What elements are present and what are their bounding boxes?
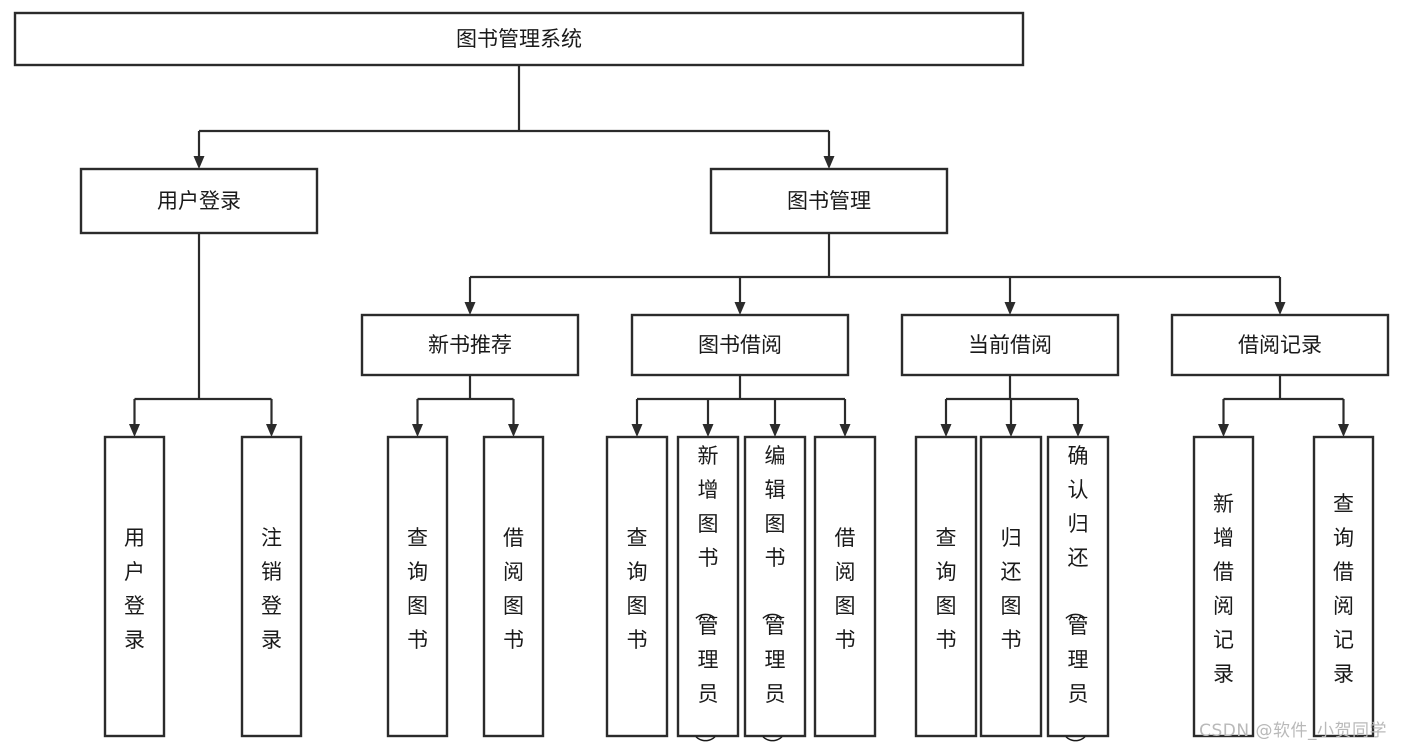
connector-group-book-manage [464,233,1286,315]
node-leaf-add-record[interactable]: 新增借阅记录 [1192,435,1255,738]
node-leaf-return-book[interactable]: 归还图书 [979,435,1043,738]
node-book-borrow[interactable]: 图书借阅 [630,313,850,377]
node-root[interactable]: 图书管理系统 [13,11,1025,67]
node-book-manage[interactable]: 图书管理 [709,167,949,235]
node-label-new-book-rec: 新书推荐 [428,333,512,357]
node-box-leaf-query-book-2[interactable] [605,435,669,738]
node-label-leaf-query-book-1: 查询图书 [407,526,428,652]
node-label-leaf-user-login: 用户登录 [124,526,145,652]
node-label-leaf-edit-book: 编辑图书（管理员） [760,444,786,747]
node-borrow-record[interactable]: 借阅记录 [1170,313,1390,377]
node-box-root[interactable] [13,11,1025,67]
watermark-label: CSDN @软件_小贺同学 [1199,721,1387,741]
node-box-leaf-query-record[interactable] [1312,435,1375,738]
node-leaf-logout[interactable]: 注销登录 [240,435,303,738]
node-label-leaf-logout: 注销登录 [261,526,282,652]
node-box-leaf-logout[interactable] [240,435,303,738]
node-label-leaf-return-book: 归还图书 [1001,526,1022,652]
node-box-leaf-add-book[interactable] [676,435,740,738]
node-label-borrow-record: 借阅记录 [1238,333,1322,357]
node-box-current-borrow[interactable] [900,313,1120,377]
node-box-leaf-user-login[interactable] [103,435,166,738]
node-label-leaf-query-record: 查询借阅记录 [1333,492,1354,686]
node-box-book-borrow[interactable] [630,313,850,377]
node-label-leaf-add-record: 新增借阅记录 [1213,492,1234,686]
node-box-leaf-query-book-1[interactable] [386,435,449,738]
connector-group-current-borrow [940,375,1084,437]
connector-group-new-book-rec [412,375,519,437]
node-box-leaf-edit-book[interactable] [743,435,807,738]
node-box-new-book-rec[interactable] [360,313,580,377]
connector-group-borrow-record [1218,375,1349,437]
node-label-book-borrow: 图书借阅 [698,333,782,357]
node-box-leaf-confirm-return[interactable] [1046,435,1110,738]
node-layer: 图书管理系统用户登录图书管理新书推荐图书借阅当前借阅借阅记录用户登录注销登录查询… [13,11,1390,747]
node-label-leaf-add-book: 新增图书（管理员） [693,444,719,747]
connector-group-root [193,65,835,169]
node-leaf-borrow-book-2[interactable]: 借阅图书 [813,435,877,738]
node-leaf-user-login[interactable]: 用户登录 [103,435,166,738]
node-box-leaf-return-book[interactable] [979,435,1043,738]
node-user-login[interactable]: 用户登录 [79,167,319,235]
node-label-leaf-borrow-book-1: 借阅图书 [503,526,524,652]
node-label-current-borrow: 当前借阅 [968,333,1052,357]
node-box-leaf-borrow-book-1[interactable] [482,435,545,738]
node-leaf-confirm-return[interactable]: 确认归还（管理员） [1046,435,1110,747]
node-label-book-manage: 图书管理 [787,189,871,213]
connector-layer [129,65,1349,437]
node-leaf-query-book-3[interactable]: 查询图书 [914,435,978,738]
node-label-leaf-confirm-return: 确认归还（管理员） [1063,444,1089,747]
node-label-user-login: 用户登录 [157,189,241,213]
node-label-leaf-query-book-3: 查询图书 [936,526,957,652]
node-leaf-query-book-1[interactable]: 查询图书 [386,435,449,738]
node-box-leaf-query-book-3[interactable] [914,435,978,738]
node-label-leaf-borrow-book-2: 借阅图书 [835,526,856,652]
node-leaf-edit-book[interactable]: 编辑图书（管理员） [743,435,807,747]
node-leaf-borrow-book-1[interactable]: 借阅图书 [482,435,545,738]
node-label-root: 图书管理系统 [456,27,582,51]
node-box-borrow-record[interactable] [1170,313,1390,377]
node-box-leaf-borrow-book-2[interactable] [813,435,877,738]
node-current-borrow[interactable]: 当前借阅 [900,313,1120,377]
node-leaf-query-record[interactable]: 查询借阅记录 [1312,435,1375,738]
node-new-book-rec[interactable]: 新书推荐 [360,313,580,377]
connector-group-user-login [129,233,277,437]
connector-group-book-borrow [631,375,851,437]
node-leaf-add-book[interactable]: 新增图书（管理员） [676,435,740,747]
node-leaf-query-book-2[interactable]: 查询图书 [605,435,669,738]
node-label-leaf-query-book-2: 查询图书 [627,526,648,652]
node-box-leaf-add-record[interactable] [1192,435,1255,738]
node-box-book-manage[interactable] [709,167,949,235]
node-box-user-login[interactable] [79,167,319,235]
